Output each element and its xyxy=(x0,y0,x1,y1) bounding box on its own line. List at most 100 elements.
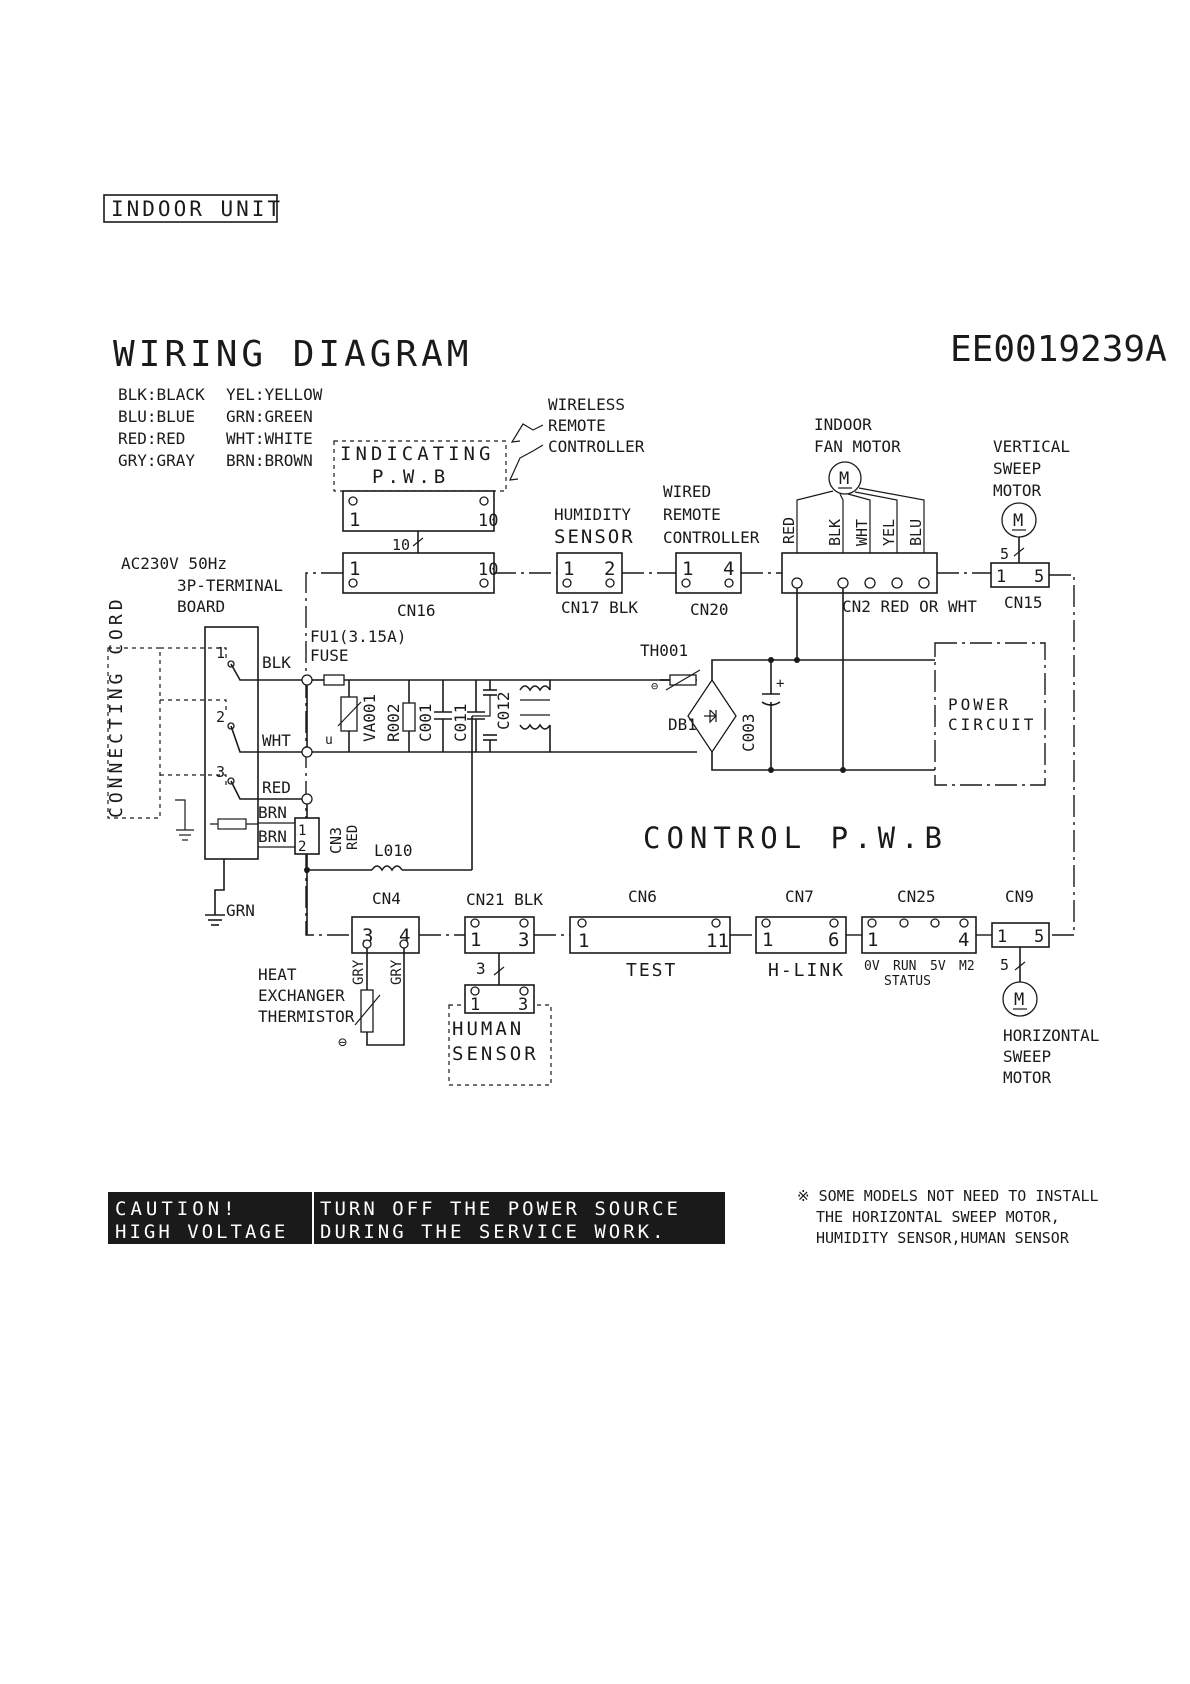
fuse-icon xyxy=(323,674,345,686)
pin-label: 3 xyxy=(362,925,373,947)
motor-symbol: M xyxy=(1013,511,1023,531)
pin-label: 4 xyxy=(958,929,969,951)
cn2-connector xyxy=(781,552,938,594)
bus-count: 3 xyxy=(476,959,486,978)
cn17-label: CN17 BLK xyxy=(561,598,638,617)
cn25-status-label: STATUS xyxy=(884,974,931,989)
fan-wire-label: RED xyxy=(780,517,798,544)
vertical-sweep-motor: VERTICAL SWEEP MOTOR M 5 1 5 CN15 xyxy=(990,437,1070,612)
pin-label: 1 xyxy=(997,927,1007,947)
fan-label-2: FAN MOTOR xyxy=(814,437,901,456)
cn2-label: CN2 RED OR WHT xyxy=(842,597,977,616)
caution-title: CAUTION! xyxy=(115,1198,239,1220)
pin-label: 1 xyxy=(349,509,360,531)
fan-wire-label: YEL xyxy=(880,519,898,546)
test-label: TEST xyxy=(626,960,677,981)
vsweep-label-1: VERTICAL xyxy=(993,437,1070,456)
varistor-icon: u xyxy=(325,733,333,748)
terminal-number: 1 xyxy=(216,644,225,662)
hlink-label: H-LINK xyxy=(768,960,845,981)
pin-label: 1 xyxy=(563,558,574,580)
indoor-unit-header: INDOOR UNIT xyxy=(103,194,283,223)
wire-label: GRN xyxy=(226,901,255,920)
wire-label: GRY xyxy=(389,959,405,985)
rectifier-section: TH001 ⊖ DB1 + C003 xyxy=(640,588,935,773)
human-sensor: 1 3 HUMAN SENSOR xyxy=(448,984,552,1086)
legend-item: WHT:WHITE xyxy=(226,429,313,448)
signal-bus xyxy=(305,572,1075,936)
cn16-label: CN16 xyxy=(397,601,436,620)
cn25-signal-label: 0V xyxy=(864,959,880,974)
pin-label: 10 xyxy=(478,560,498,580)
cn25-connector: CN25 1 4 0V RUN 5V M2 STATUS xyxy=(861,887,977,989)
wired-label-1: WIRED xyxy=(663,482,711,501)
pin-label: 1 xyxy=(996,567,1006,587)
human-sensor-label-2: SENSOR xyxy=(452,1043,539,1065)
cn6-label: CN6 xyxy=(628,887,657,906)
fan-motor-icon xyxy=(828,461,862,495)
motor-symbol: M xyxy=(839,469,849,489)
power-circuit-label: POWER xyxy=(948,695,1011,714)
cn16-connector: 1 10 CN16 xyxy=(342,552,498,620)
indicating-pwb-connector xyxy=(342,490,495,532)
fan-label-1: INDOOR xyxy=(814,415,872,434)
wireless-label-3: CONTROLLER xyxy=(548,437,645,456)
cn9-label: CN9 xyxy=(1005,887,1034,906)
cn7-connector: CN7 1 6 H-LINK xyxy=(755,887,847,981)
va001-label: VA001 xyxy=(360,694,379,742)
human-sensor-label: HUMAN xyxy=(452,1018,524,1040)
diagram-code: EE0019239A xyxy=(950,329,1167,370)
cn3-label: CN3 xyxy=(327,827,345,854)
indicating-pwb-label-2: P.W.B xyxy=(372,466,449,488)
wired-label-3: CONTROLLER xyxy=(663,528,760,547)
humidity-label-2: SENSOR xyxy=(554,526,635,548)
cn25-signal-label: RUN xyxy=(893,959,916,974)
pin-label: 10 xyxy=(478,511,498,531)
terminal-number: 3 xyxy=(216,763,225,781)
fan-wire-label: BLU xyxy=(907,519,925,546)
motor-symbol: M xyxy=(1014,990,1024,1010)
thermistor-icon: ⊖ xyxy=(651,679,658,693)
connecting-cord-frame xyxy=(107,647,161,819)
pin-label: 2 xyxy=(604,558,615,580)
db1-label: DB1 xyxy=(668,715,697,734)
pin-label: 3 xyxy=(518,995,528,1015)
legend-item: BRN:BROWN xyxy=(226,451,313,470)
hx-label-3: THERMISTOR xyxy=(258,1007,355,1026)
vsweep-label-2: SWEEP xyxy=(993,459,1041,478)
wire-label: BLK xyxy=(262,653,291,672)
bus-count: 10 xyxy=(392,536,410,554)
pin-label: 2 xyxy=(298,839,306,855)
hsweep-label-2: SWEEP xyxy=(1003,1047,1051,1066)
caution-banner: CAUTION! HIGH VOLTAGE TURN OFF THE POWER… xyxy=(108,1192,725,1244)
wireless-signal-icon xyxy=(509,444,544,481)
c001-label: C001 xyxy=(416,703,435,742)
pin-label: 1 xyxy=(867,929,878,951)
wireless-remote-controller: WIRELESS REMOTE CONTROLLER xyxy=(509,395,645,481)
humidity-sensor: HUMIDITY SENSOR 1 2 CN17 BLK xyxy=(554,505,638,617)
th001-label: TH001 xyxy=(640,641,688,660)
connecting-cord-label: CONNECTING CORD xyxy=(106,595,127,818)
caution-subtitle: HIGH VOLTAGE xyxy=(115,1221,288,1243)
heat-exchanger-thermistor: HEAT EXCHANGER THERMISTOR xyxy=(258,965,355,1026)
pin-label: 6 xyxy=(828,929,839,951)
fuse-label-2: FUSE xyxy=(310,646,349,665)
indoor-unit-label: INDOOR UNIT xyxy=(111,197,283,221)
cn25-label: CN25 xyxy=(897,887,936,906)
pin-label: 1 xyxy=(578,930,589,952)
cn4-label: CN4 xyxy=(372,889,401,908)
pin-label: 1 xyxy=(298,823,306,839)
hx-label-1: HEAT xyxy=(258,965,297,984)
pin-label: 4 xyxy=(399,925,410,947)
wire-label: WHT xyxy=(262,731,291,750)
power-circuit-label-2: CIRCUIT xyxy=(948,715,1036,734)
wired-label-2: REMOTE xyxy=(663,505,721,524)
terminal-board-label: 3P-TERMINAL xyxy=(177,576,283,595)
indoor-fan-motor: INDOOR FAN MOTOR M RED BLK WHT YEL BLU C… xyxy=(780,415,977,616)
choke-icon xyxy=(519,685,551,692)
cn21-label: CN21 BLK xyxy=(466,890,543,909)
power-circuit: POWER CIRCUIT xyxy=(934,642,1046,786)
wireless-signal-icon xyxy=(510,423,544,443)
hsweep-label-3: MOTOR xyxy=(1003,1068,1052,1087)
